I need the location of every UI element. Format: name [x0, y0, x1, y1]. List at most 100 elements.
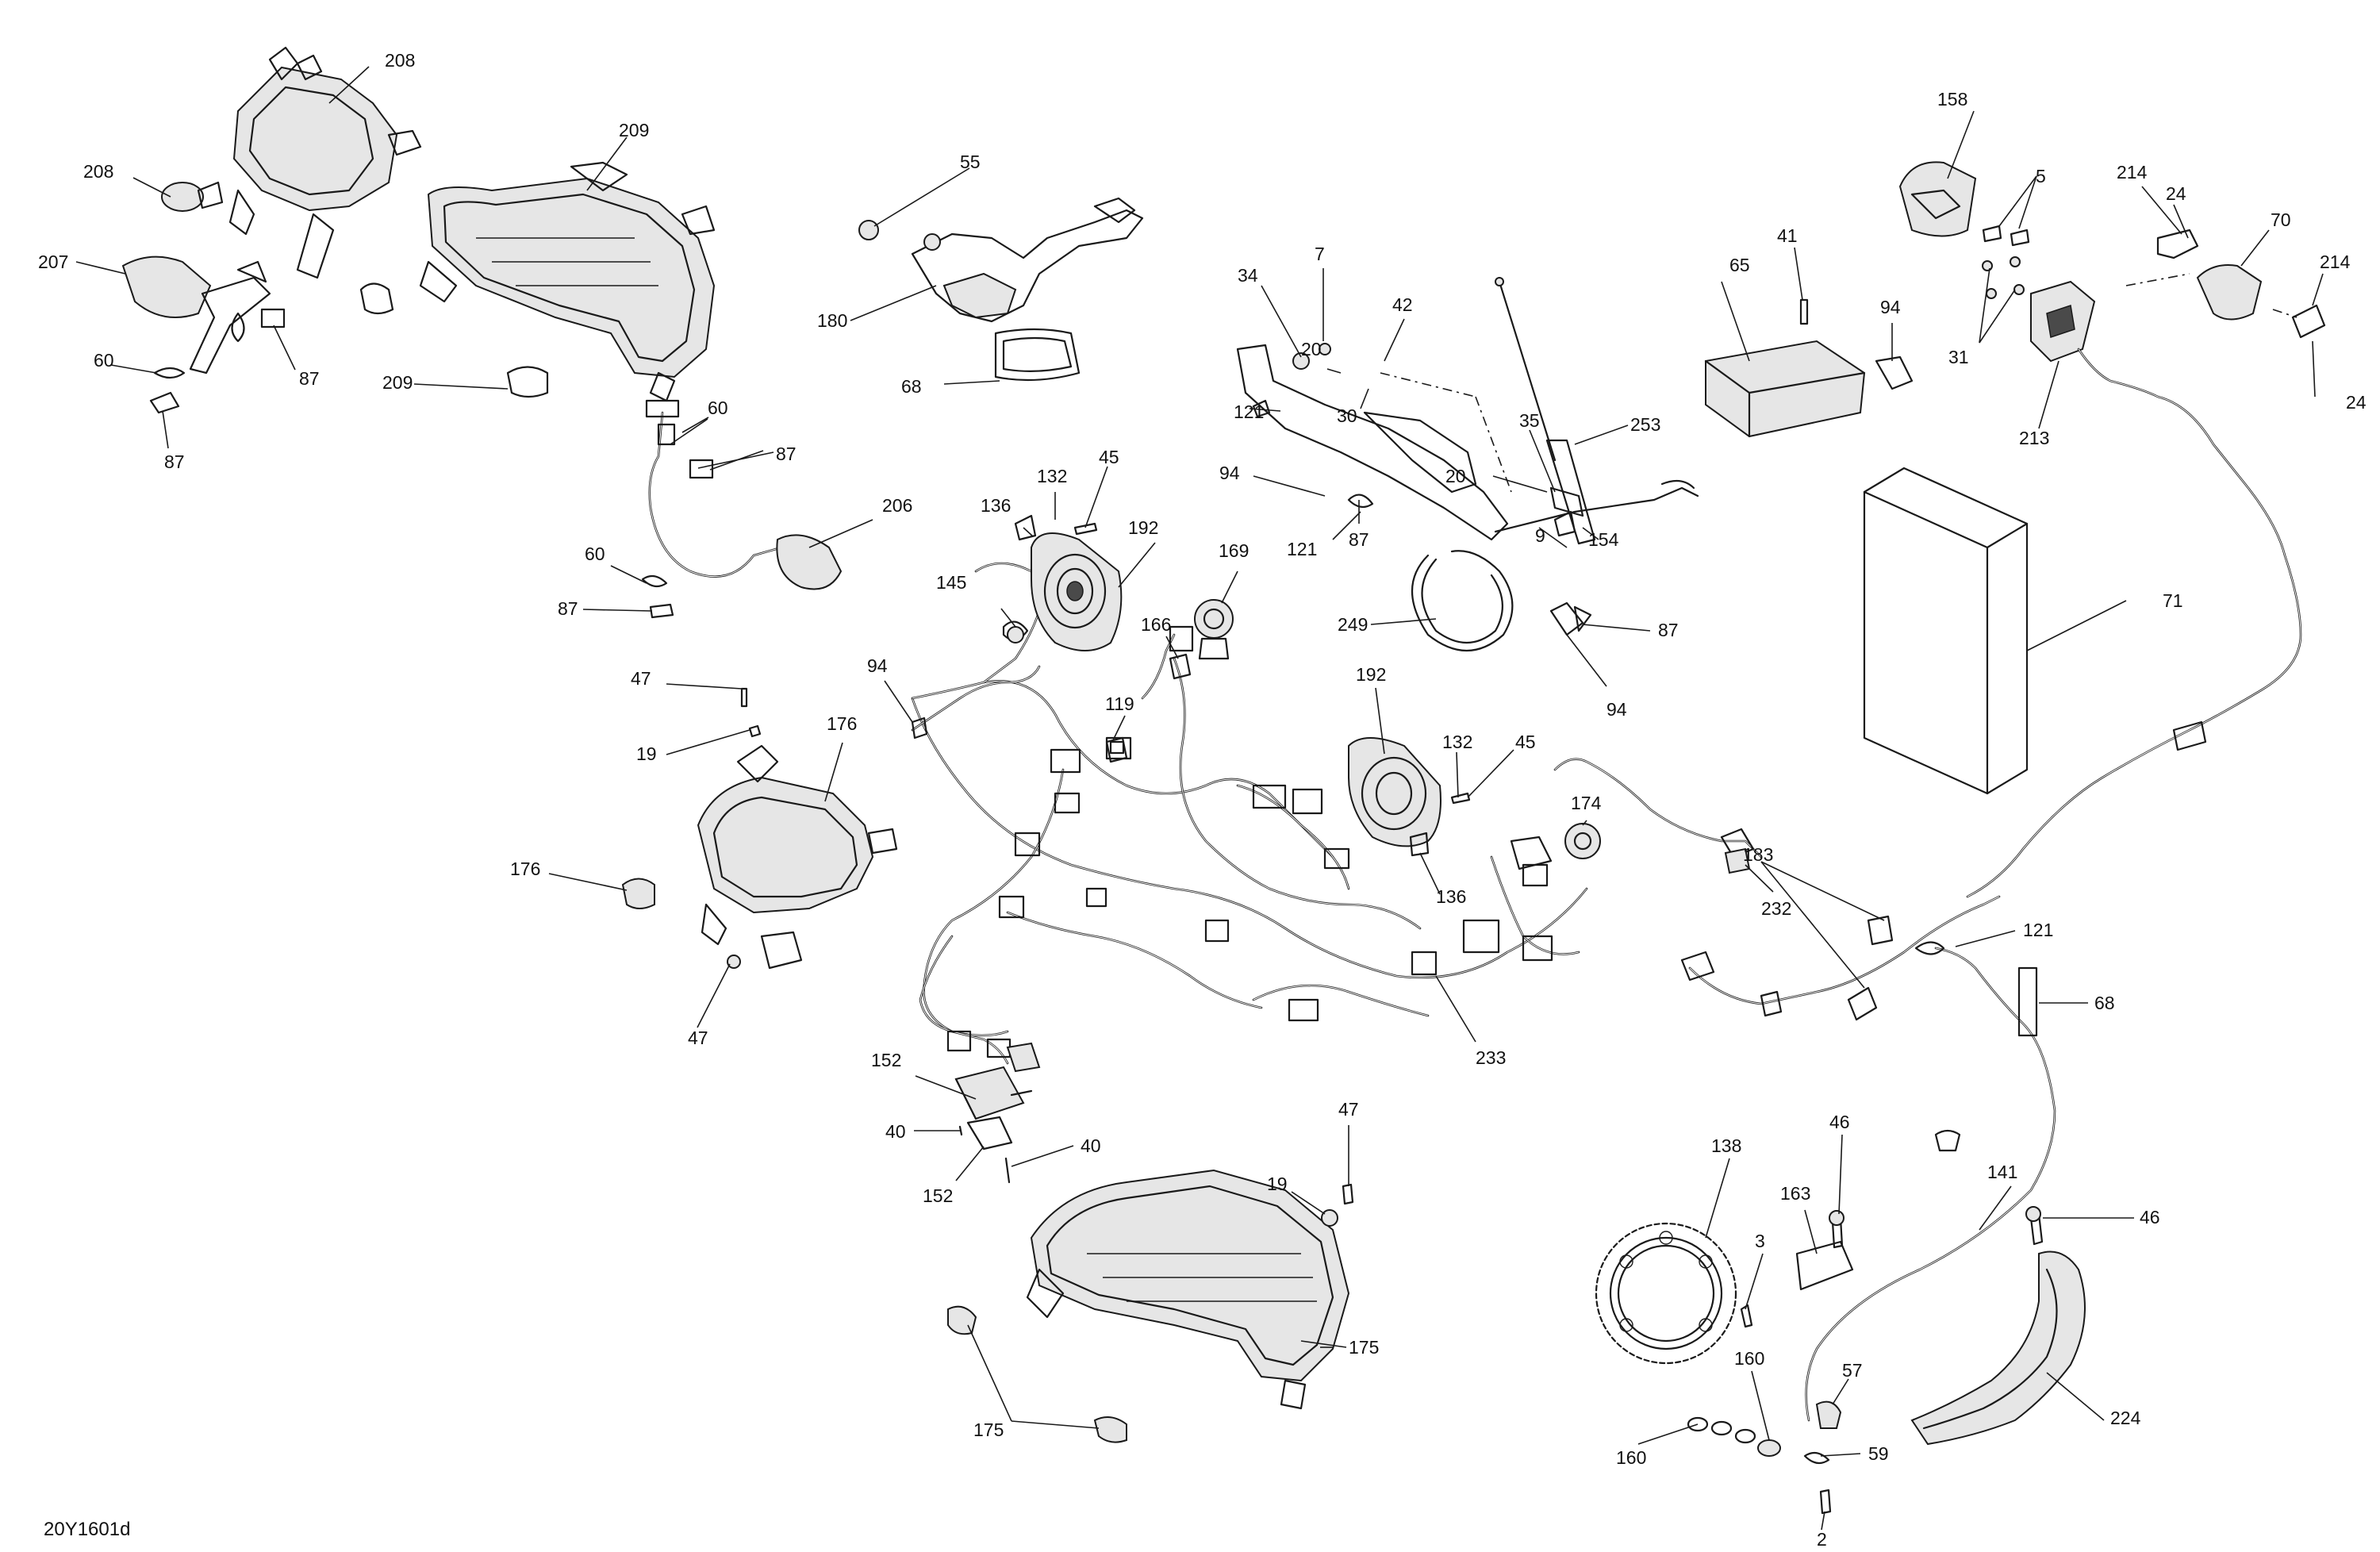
tail-light-housing-209	[359, 161, 716, 402]
control-module-65	[1704, 298, 1914, 438]
callout-label: 121	[1287, 539, 1317, 559]
callout-label: 224	[2110, 1408, 2141, 1428]
speed-sensor-cable-141	[1805, 941, 2056, 1422]
callout-label: 136	[1436, 886, 1466, 907]
callout-label: 34	[1238, 265, 1258, 286]
callout-label: 176	[827, 713, 857, 734]
callout-label: 213	[2019, 428, 2049, 448]
callout-label: 207	[38, 252, 68, 272]
callout-label: 47	[1338, 1099, 1359, 1120]
callout-label: 71	[2163, 590, 2183, 611]
leader-lines	[75, 66, 2324, 1531]
callout-label: 208	[385, 50, 415, 71]
callout-label: 3	[1755, 1231, 1765, 1251]
callout-label: 20	[1445, 466, 1466, 486]
callout-label: 65	[1729, 255, 1750, 275]
signal-lamp-206	[641, 399, 843, 619]
callout-label: 214	[2320, 252, 2351, 272]
speaker-192-top	[1002, 514, 1123, 651]
callout-label: 192	[1356, 664, 1386, 685]
callout-label: 174	[1571, 793, 1602, 813]
callout-label: 175	[1349, 1337, 1379, 1358]
callout-label: 87	[558, 598, 578, 619]
sensor-mount-parts	[1687, 1400, 1842, 1515]
callout-label: 121	[1234, 401, 1264, 422]
callout-label: 41	[1777, 225, 1798, 246]
bracket-180	[858, 197, 1144, 382]
callout-label: 94	[867, 655, 888, 676]
light-housing-175	[947, 1169, 1354, 1443]
callout-label: 87	[164, 451, 185, 472]
callout-label: 169	[1219, 540, 1249, 561]
callout-label: 209	[619, 120, 649, 140]
callout-label: 208	[83, 161, 113, 182]
bracket-163	[1740, 1210, 1854, 1328]
callout-label: 119	[1105, 693, 1134, 714]
signal-lamp-207	[121, 255, 286, 414]
callout-label: 154	[1588, 529, 1619, 550]
callout-label: 45	[1515, 732, 1536, 752]
callout-label: 87	[776, 444, 797, 464]
callout-label: 136	[981, 495, 1011, 516]
callout-label: 40	[1081, 1135, 1101, 1156]
sensor-232	[1553, 758, 1763, 874]
callout-label: 206	[882, 495, 912, 516]
callout-label: 158	[1937, 89, 1967, 109]
harness-left-94	[911, 665, 1041, 740]
sensor-cable-183	[1680, 895, 2001, 1021]
antenna-bracket	[1236, 343, 1699, 651]
callout-label: 175	[973, 1419, 1004, 1440]
callout-label: 152	[871, 1050, 901, 1070]
clips-right-mid	[1549, 510, 1592, 636]
callout-label: 7	[1315, 244, 1325, 264]
callout-label: 152	[923, 1185, 953, 1206]
callout-label: 138	[1711, 1135, 1741, 1156]
callout-label: 87	[299, 368, 320, 389]
horn-169	[1105, 599, 1234, 763]
callout-label: 9	[1535, 525, 1545, 546]
callout-label: 163	[1780, 1183, 1810, 1204]
callout-label: 121	[2023, 920, 2053, 940]
callout-label: 214	[2117, 162, 2148, 182]
callout-label: 57	[1842, 1360, 1863, 1381]
swing-arm-cover-224	[1910, 1206, 2086, 1446]
harness-branch-152	[919, 935, 1041, 1184]
antenna-253	[1495, 277, 1596, 545]
callout-label: 60	[585, 544, 605, 564]
callout-label: 59	[1868, 1443, 1889, 1464]
rear-light-housing-top-left	[161, 46, 422, 279]
callout-label: 94	[1606, 699, 1627, 720]
callout-label: 232	[1761, 898, 1791, 919]
callout-label: 141	[1987, 1162, 2017, 1182]
key-module-group	[1898, 161, 2326, 363]
speaker-192-bottom	[1348, 737, 1601, 870]
callout-label: 166	[1141, 614, 1171, 635]
callout-label: 68	[2094, 993, 2115, 1013]
callout-label: 70	[2271, 209, 2291, 230]
callout-label: 249	[1338, 614, 1368, 635]
callout-label: 19	[636, 743, 657, 764]
diagram-code: 20Y1601d	[44, 1519, 130, 1540]
callout-label: 94	[1219, 463, 1240, 483]
callout-label: 87	[1349, 529, 1369, 550]
light-housing-176	[621, 687, 898, 970]
callout-label: 24	[2166, 183, 2186, 204]
callout-label: 160	[1616, 1447, 1646, 1468]
callout-label: 47	[631, 668, 651, 689]
callout-label: 20	[1301, 339, 1322, 359]
callout-label: 46	[2140, 1207, 2160, 1227]
callout-label: 87	[1658, 620, 1679, 640]
callout-label: 47	[688, 1028, 708, 1048]
callout-label: 5	[2036, 166, 2046, 186]
callout-label: 55	[960, 152, 981, 172]
callout-label: 145	[936, 572, 966, 593]
callout-label: 209	[382, 372, 413, 393]
callout-label: 42	[1392, 294, 1413, 315]
callout-label: 176	[510, 859, 540, 879]
callout-label: 60	[94, 350, 114, 371]
callout-label: 132	[1037, 466, 1067, 486]
cable-213	[1966, 348, 2302, 898]
callout-label: 192	[1128, 517, 1158, 538]
callout-label: 45	[1099, 447, 1119, 467]
